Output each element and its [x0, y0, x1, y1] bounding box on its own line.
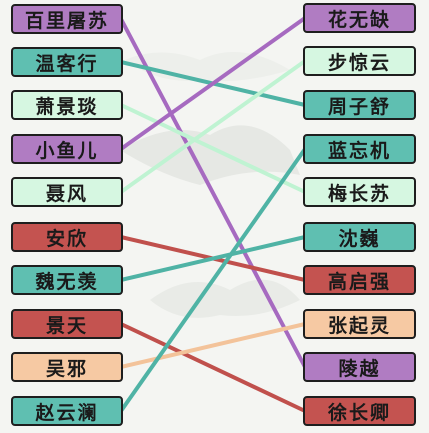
right-item-1[interactable]: 步惊云 — [303, 46, 416, 76]
connection-line-4 — [119, 59, 307, 194]
connection-line-3 — [119, 16, 307, 151]
right-item-6[interactable]: 高启强 — [303, 265, 416, 295]
right-item-4[interactable]: 梅长苏 — [303, 177, 416, 207]
right-item-0[interactable]: 花无缺 — [303, 3, 416, 33]
connection-line-2 — [119, 103, 307, 194]
right-item-7[interactable]: 张起灵 — [303, 309, 416, 339]
left-item-5[interactable]: 安欣 — [11, 222, 123, 252]
left-item-2[interactable]: 萧景琰 — [11, 90, 123, 120]
right-item-9[interactable]: 徐长卿 — [303, 396, 416, 426]
right-item-2[interactable]: 周子舒 — [303, 90, 416, 120]
right-item-3[interactable]: 蓝忘机 — [303, 134, 416, 164]
left-item-8[interactable]: 吴邪 — [11, 352, 123, 382]
left-item-7[interactable]: 景天 — [11, 309, 123, 339]
connection-line-0 — [119, 17, 307, 369]
left-item-9[interactable]: 赵云澜 — [11, 396, 123, 426]
left-item-4[interactable]: 聂风 — [11, 177, 123, 207]
left-item-0[interactable]: 百里屠苏 — [11, 4, 123, 34]
connection-line-9 — [119, 147, 307, 413]
connection-line-6 — [119, 235, 307, 282]
left-item-3[interactable]: 小鱼儿 — [11, 134, 123, 164]
right-item-8[interactable]: 陵越 — [303, 352, 416, 382]
connection-line-7 — [119, 322, 307, 413]
left-item-1[interactable]: 温客行 — [11, 47, 123, 77]
left-item-6[interactable]: 魏无羡 — [11, 265, 123, 295]
right-item-5[interactable]: 沈巍 — [303, 222, 416, 252]
connection-line-8 — [119, 322, 307, 369]
